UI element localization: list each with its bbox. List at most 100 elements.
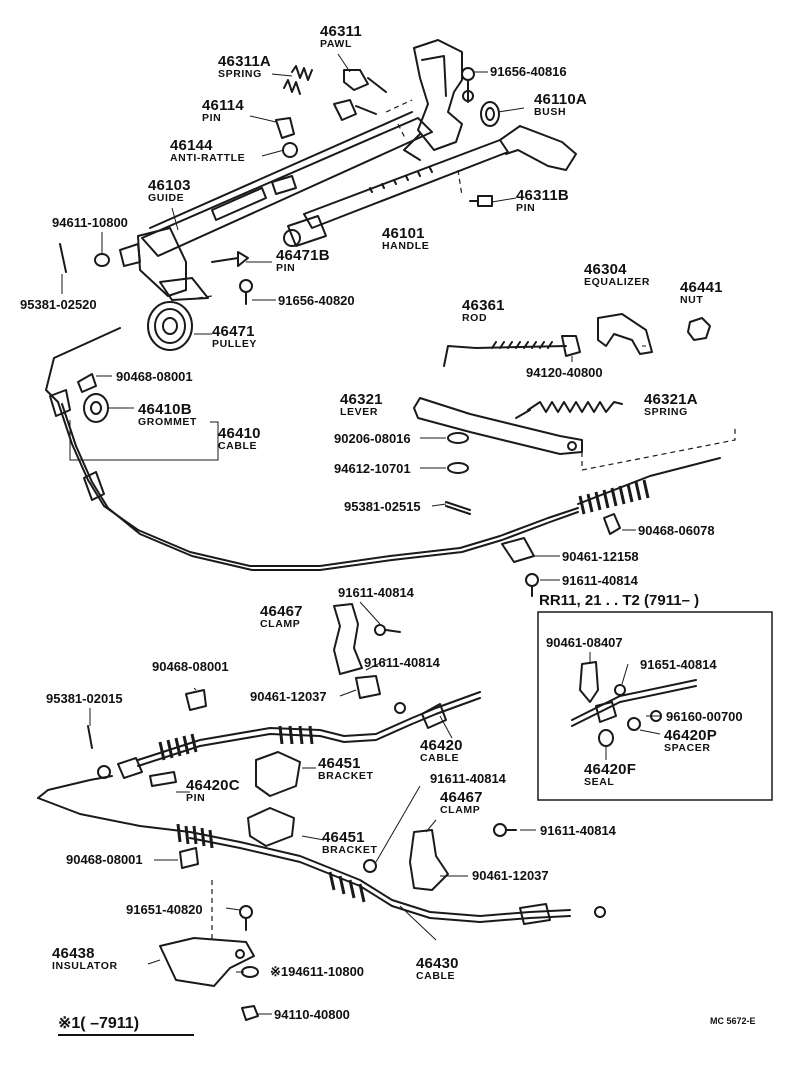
bolt-91611-40814-low (363, 859, 377, 873)
part-number: 46451 (318, 755, 361, 772)
ref-90461-08407: 90461-08407 (546, 635, 623, 650)
part-name: BUSH (534, 106, 567, 118)
washer-194611-10800 (241, 966, 259, 978)
part-number: 46311A (218, 53, 271, 70)
part-name: GROMMET (138, 416, 198, 428)
pulley-46471 (147, 301, 193, 351)
part-name: ROD (462, 312, 488, 324)
clamp-46467-top (333, 603, 363, 675)
bolt-91611-40814-b (394, 702, 406, 714)
part-name: PIN (202, 112, 222, 124)
callout-46420: 46420 CABLE (420, 738, 463, 764)
ref-91611-40814-c: 91611-40814 (430, 771, 506, 786)
part-number: 46410 (218, 425, 261, 442)
part-number: 46311B (516, 187, 569, 204)
ref-90468-08001-top: 90468-08001 (116, 369, 193, 384)
bolt-91656-40816 (461, 67, 475, 103)
ref-91651-40814: 91651-40814 (640, 657, 717, 672)
callout-46471: 46471 PULLEY (212, 324, 257, 350)
callout-46321: 46321 LEVER (340, 392, 383, 418)
ref-194611-10800: ※194611-10800 (270, 964, 365, 979)
part-name: CABLE (420, 752, 460, 764)
part-number: 46114 (202, 97, 244, 114)
ref-90461-12037-low: 90461-12037 (472, 868, 549, 883)
bolt-91611-40814-mid (374, 624, 401, 636)
part-name: GUIDE (148, 192, 185, 204)
callout-46321a: 46321A SPRING (644, 392, 698, 418)
part-number: 46110A (534, 91, 587, 108)
cotter-95381-02015 (87, 725, 93, 749)
part-number: 46410B (138, 401, 192, 418)
clip-90468-08001-low (179, 847, 199, 869)
callout-46420f: 46420F SEAL (584, 762, 636, 788)
part-name: SPRING (218, 68, 262, 80)
ref-91611-40814-b: 91611-40814 (364, 655, 440, 670)
callout-46467-low: 46467 CLAMP (440, 790, 483, 816)
callout-46304: 46304 EQUALIZER (584, 262, 650, 288)
callout-46410: 46410 CABLE (218, 426, 261, 452)
part-name: PIN (276, 262, 296, 274)
part-name: SPRING (644, 406, 688, 418)
handle-46101 (283, 125, 577, 247)
part-number: 46467 (440, 789, 483, 806)
part-number: 46420F (584, 761, 637, 778)
ref-90461-12158: 90461-12158 (562, 549, 639, 564)
grommet-46410b (83, 393, 109, 423)
callout-46101: 46101 HANDLE (382, 226, 429, 252)
ref-91611-40814-a: 91611-40814 (338, 585, 414, 600)
callout-46438: 46438 INSULATOR (52, 946, 118, 972)
callout-46420p: 46420P SPACER (664, 728, 717, 754)
cotter-pin-95381-02520 (59, 243, 67, 273)
footnote: ※1( –7911) (58, 1015, 140, 1032)
part-number: 46420 (420, 737, 463, 754)
nut-94110-40800 (241, 1005, 259, 1021)
anti-rattle-clip (271, 175, 297, 195)
inset-frame (537, 611, 773, 801)
clip-90468-08001-mid (185, 689, 207, 711)
part-number: 46144 (170, 137, 213, 154)
ref-96160-00700: 96160-00700 (666, 709, 743, 724)
cotter-95381-02515 (445, 501, 471, 515)
ref-94120-40800: 94120-40800 (526, 365, 603, 380)
ref-90468-08001-mid: 90468-08001 (152, 659, 229, 674)
clip-90468-08001-top (77, 373, 97, 393)
part-number: 46420P (664, 727, 717, 744)
ref-91656-40820: 91656-40820 (278, 293, 355, 308)
part-name: CLAMP (440, 804, 481, 816)
callout-46144: 46144 ANTI-RATTLE (170, 138, 245, 164)
callout-46311b: 46311B PIN (516, 188, 569, 214)
part-number: 46321 (340, 391, 383, 408)
ref-95381-02015: 95381-02015 (46, 691, 123, 706)
part-number: 46467 (260, 603, 303, 620)
part-name: NUT (680, 294, 704, 306)
equalizer-46304 (597, 313, 653, 355)
callout-46467-top: 46467 CLAMP (260, 604, 303, 630)
part-name: PIN (186, 792, 206, 804)
callout-46311a: 46311A SPRING (218, 54, 271, 80)
callout-46441: 46441 NUT (680, 280, 723, 306)
part-number: 46311 (320, 23, 362, 40)
part-number: 46438 (52, 945, 95, 962)
footnote-underline (58, 1034, 194, 1036)
part-number: 46430 (416, 955, 459, 972)
guide-46103 (119, 111, 433, 301)
part-number: 46420C (186, 777, 240, 794)
clamp-46467-low (409, 829, 449, 891)
pin-46420c (149, 771, 177, 787)
part-name: SEAL (584, 776, 615, 788)
callout-46471b: 46471B PIN (276, 248, 330, 274)
ref-91656-40816: 91656-40816 (490, 64, 567, 79)
ref-91611-40814-right: 91611-40814 (540, 823, 616, 838)
rod-46361 (443, 335, 581, 367)
part-name: CABLE (218, 440, 258, 452)
part-name: EQUALIZER (584, 276, 651, 288)
ref-94611-10800: 94611-10800 (52, 215, 128, 230)
inset-title: RR11, 21 . . T2 (7911– ) (539, 592, 700, 609)
ref-91611-40814-top: 91611-40814 (562, 573, 638, 588)
part-number: 46471B (276, 247, 330, 264)
callout-46451-lower: 46451 BRACKET (322, 830, 378, 856)
pawl-46311 (333, 69, 387, 121)
leader-lines (61, 53, 661, 1015)
part-number: 46361 (462, 297, 505, 314)
